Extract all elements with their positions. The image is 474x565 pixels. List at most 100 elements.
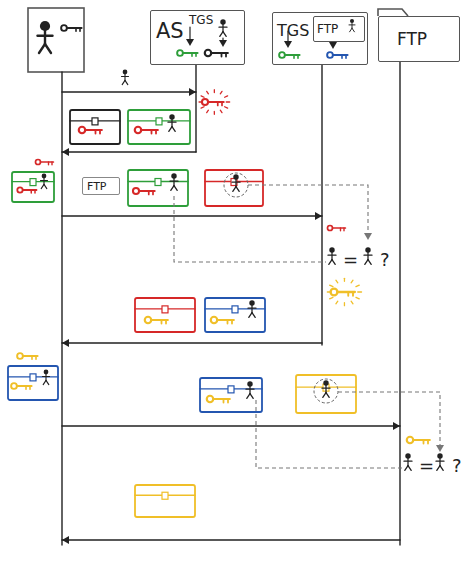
key-tooth [51, 162, 52, 165]
key-tooth [231, 320, 233, 324]
lifeline [321, 65, 322, 345]
dashed-circle [224, 173, 248, 197]
key-tooth [165, 320, 167, 324]
glow-stroke [220, 110, 222, 112]
key-tooth [99, 130, 101, 134]
dashed-path [256, 400, 402, 468]
person-body [44, 31, 46, 45]
key-tooth [341, 55, 343, 58]
message-arrowhead [62, 339, 69, 347]
glow-stroke [214, 112, 215, 115]
message-arrow [62, 91, 196, 93]
key-tooth [343, 228, 344, 231]
box-title: TGS [277, 23, 309, 39]
message-arrowhead [393, 422, 400, 430]
person-leg [223, 32, 226, 37]
message-arrowhead [62, 148, 69, 156]
person-arms [248, 308, 256, 309]
service-box: FTP [313, 16, 365, 42]
glow-stroke [330, 285, 333, 287]
key-tooth [340, 228, 341, 231]
lockbox [205, 170, 263, 206]
lockbox [70, 110, 120, 144]
person-leg [125, 80, 128, 84]
lockbox [135, 298, 195, 332]
person-arms [404, 461, 412, 462]
key-tooth [345, 55, 347, 58]
lockbox-lock [92, 118, 98, 125]
service-label-box: FTP [82, 177, 120, 195]
glow-stroke [358, 291, 362, 292]
person-arms [219, 27, 227, 28]
person-leg [405, 466, 408, 471]
person-arms [364, 255, 372, 256]
lockbox [8, 366, 58, 400]
key-tooth [225, 53, 227, 57]
server-box: TGSFTP [272, 12, 368, 65]
person-leg [249, 313, 252, 318]
arrowhead [329, 42, 337, 49]
person-body [439, 458, 440, 465]
key-tooth [31, 356, 33, 359]
arrowhead [219, 40, 227, 47]
key-tooth [155, 130, 157, 134]
person-leg [39, 44, 45, 53]
key-tooth [152, 191, 154, 194]
glow-stroke [220, 91, 222, 93]
message-arrow [62, 151, 196, 153]
person-body [249, 386, 250, 393]
person-leg [122, 80, 125, 84]
box-subtitle: TGS [189, 14, 213, 26]
key-tooth [221, 102, 223, 105]
key-tooth [48, 162, 49, 165]
person-leg [172, 127, 175, 132]
person-arms [349, 24, 355, 25]
glow-stroke [214, 90, 215, 93]
user-box [28, 8, 84, 72]
person-arms [38, 35, 53, 37]
person-leg [44, 184, 47, 188]
folder-box: FTP [378, 16, 460, 62]
person-leg [45, 44, 51, 53]
person-body [367, 252, 368, 259]
key-tooth [25, 386, 27, 389]
person-body [45, 374, 46, 380]
lockbox-lock [228, 386, 234, 393]
key-tooth [427, 440, 429, 444]
glow-stroke [336, 301, 338, 304]
key-tooth [227, 399, 229, 403]
lifeline [195, 65, 196, 152]
person-arms [168, 122, 176, 123]
glow-stroke [351, 280, 353, 283]
equals-sign: = [343, 251, 358, 269]
lockbox [128, 110, 190, 144]
box-title: FTP [397, 31, 427, 48]
message-arrowhead [189, 88, 196, 96]
person-leg [171, 186, 174, 191]
lockbox [205, 298, 265, 332]
glow-stroke [226, 101, 229, 102]
person-leg [329, 260, 332, 265]
lockbox-lock [162, 492, 168, 499]
dashed-arrowhead [436, 445, 444, 452]
key-tooth [223, 399, 225, 403]
person-body [331, 252, 332, 259]
person-arms [170, 181, 178, 182]
message-arrow [62, 425, 400, 427]
person-body [124, 74, 125, 80]
person-leg [174, 186, 177, 191]
person-leg [365, 260, 368, 265]
person-leg [46, 380, 49, 384]
key-tooth [161, 320, 163, 324]
key-tooth [95, 130, 97, 134]
key-tooth [293, 55, 295, 58]
person-leg [236, 187, 239, 192]
key-tooth [29, 386, 31, 389]
person-arms [328, 255, 336, 256]
person-leg [247, 394, 250, 399]
dashed-arrowhead [364, 233, 372, 240]
lockbox [296, 375, 356, 413]
message-arrowhead [62, 536, 69, 544]
equals-sign: = [419, 457, 434, 475]
message-arrow [62, 215, 322, 217]
